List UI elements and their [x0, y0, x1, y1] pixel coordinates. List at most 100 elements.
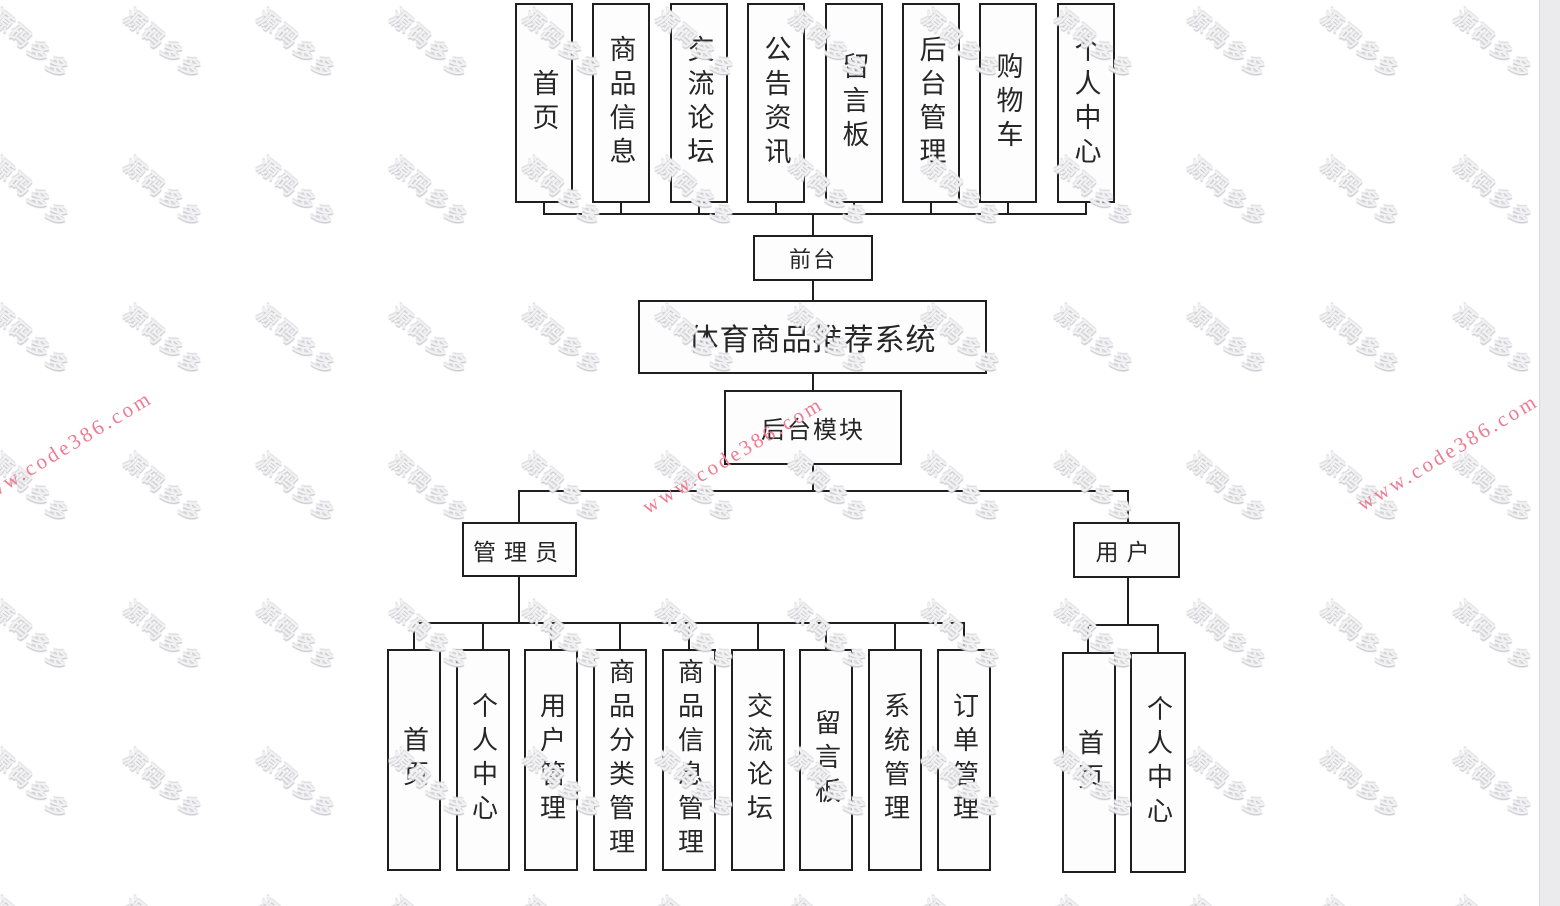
node-frontend-module-label: 交流论坛 [683, 35, 714, 171]
connector-stub [894, 622, 896, 649]
connector-stub [1085, 203, 1087, 215]
watermark-brand: 源码多多 [385, 5, 474, 86]
watermark-brand: 源码多多 [1449, 301, 1538, 382]
watermark-brand: 源码多多 [119, 301, 208, 382]
connector-stub [543, 203, 545, 215]
watermark-brand: 源码多多 [1316, 449, 1405, 530]
watermark-brand: 源码多多 [518, 301, 607, 382]
watermark-brand: 源码多多 [650, 890, 743, 906]
node-admin-module: 首页 [387, 649, 441, 871]
watermark-url-right: www.code386.com [1352, 388, 1543, 516]
watermark-brand: 源码多多 [385, 449, 474, 530]
node-frontend-module: 首页 [515, 3, 573, 203]
node-frontend-module: 商品信息 [592, 3, 650, 203]
watermark-brand: 源码多多 [1316, 153, 1405, 234]
watermark-brand: 源码多多 [1183, 745, 1272, 826]
connector-stub [1007, 203, 1009, 215]
node-admin-module: 交流论坛 [731, 649, 785, 871]
connector-drop [812, 374, 814, 390]
watermark-brand: 源码多多 [1449, 5, 1538, 86]
node-user-module: 首页 [1062, 652, 1116, 873]
watermark-brand: 源码多多 [251, 890, 344, 906]
watermark-brand: 源码多多 [1316, 745, 1405, 826]
watermark-brand: 源码多多 [1449, 153, 1538, 234]
connector-stub [963, 622, 965, 649]
node-admin-module: 留言板 [799, 649, 853, 871]
watermark-brand: 源码多多 [384, 890, 477, 906]
node-frontend-module-label: 商品信息 [605, 35, 636, 171]
watermark-brand: 源码多多 [518, 449, 607, 530]
node-backend-module: 后台模块 [724, 390, 902, 465]
watermark-brand: 源码多多 [119, 745, 208, 826]
node-admin-module-label: 商品信息管理 [674, 658, 704, 862]
node-admin-branch: 管理员 [462, 522, 577, 577]
watermark-brand: 源码多多 [119, 153, 208, 234]
watermark-brand: 源码多多 [119, 597, 208, 678]
connector-stub [698, 203, 700, 215]
watermark-brand: 源码多多 [385, 153, 474, 234]
node-admin-module: 订单管理 [937, 649, 991, 871]
connector-stub [825, 622, 827, 649]
connector-stub [550, 622, 552, 649]
watermark-brand: 源码多多 [1448, 890, 1541, 906]
watermark-brand: 源码多多 [252, 449, 341, 530]
node-admin-module-label: 订单管理 [949, 692, 979, 828]
watermark-brand: 源码多多 [252, 301, 341, 382]
node-user-module-label: 个人中心 [1143, 694, 1173, 831]
connector-stub [620, 203, 622, 215]
connector-stub [757, 622, 759, 649]
watermark-brand: 源码多多 [1049, 890, 1142, 906]
watermark-brand: 源码多多 [385, 301, 474, 382]
watermark-brand: 源码多多 [118, 890, 211, 906]
node-admin-module-label: 系统管理 [880, 692, 910, 828]
connector-bus-user [1087, 624, 1159, 626]
connector-drop [518, 577, 520, 624]
watermark-brand: 源码多多 [0, 449, 75, 530]
watermark-brand: 源码多多 [1449, 745, 1538, 826]
watermark-brand: 源码多多 [1183, 153, 1272, 234]
watermark-brand: 源码多多 [1183, 5, 1272, 86]
connector-drop [812, 465, 814, 492]
node-frontend-module-label: 留言板 [838, 52, 869, 154]
node-frontend-module: 购物车 [979, 3, 1037, 203]
watermark-url-left: www.code386.com [0, 385, 157, 513]
watermark-brand: 源码多多 [1316, 597, 1405, 678]
connector-stub [1087, 624, 1089, 652]
watermark-brand: 源码多多 [0, 745, 75, 826]
watermark-brand: 源码多多 [252, 597, 341, 678]
watermark-brand: 源码多多 [0, 890, 78, 906]
watermark-brand: 源码多多 [252, 745, 341, 826]
connector-bus-top [543, 213, 1087, 215]
node-admin-module-label: 交流论坛 [743, 692, 773, 828]
connector-drop [812, 281, 814, 300]
node-user-module-label: 首页 [1074, 728, 1104, 797]
node-admin-module-label: 用户管理 [536, 692, 566, 828]
node-admin-module: 用户管理 [524, 649, 578, 871]
connector-bus-branch [518, 490, 1129, 492]
node-user-branch: 用户 [1073, 522, 1180, 578]
node-frontend-module: 交流论坛 [670, 3, 728, 203]
connector-stub [1157, 624, 1159, 652]
watermark-brand: 源码多多 [1182, 890, 1275, 906]
node-frontend-module: 留言板 [825, 3, 883, 203]
connector-stub [413, 622, 415, 649]
watermark-brand: 源码多多 [0, 597, 75, 678]
node-frontend: 前台 [753, 235, 873, 281]
node-frontend-module-label: 个人中心 [1070, 35, 1101, 171]
watermark-brand: 源码多多 [1449, 449, 1538, 530]
node-system-title: 体育商品推荐系统 [638, 300, 987, 374]
node-frontend-module-label: 购物车 [992, 52, 1023, 154]
watermark-brand: 源码多多 [517, 890, 610, 906]
watermark-brand: 源码多多 [1315, 890, 1408, 906]
node-admin-module-label: 首页 [399, 726, 429, 794]
watermark-brand: 源码多多 [1449, 597, 1538, 678]
connector-stub [930, 203, 932, 215]
node-frontend-module-label: 公告资讯 [760, 35, 791, 171]
connector-drop [812, 213, 814, 235]
node-frontend-module-label: 首页 [528, 69, 559, 137]
watermark-brand: 源码多多 [1183, 301, 1272, 382]
watermark-brand: 源码多多 [0, 5, 75, 86]
node-admin-module: 商品信息管理 [662, 649, 716, 871]
watermark-brand: 源码多多 [783, 890, 876, 906]
